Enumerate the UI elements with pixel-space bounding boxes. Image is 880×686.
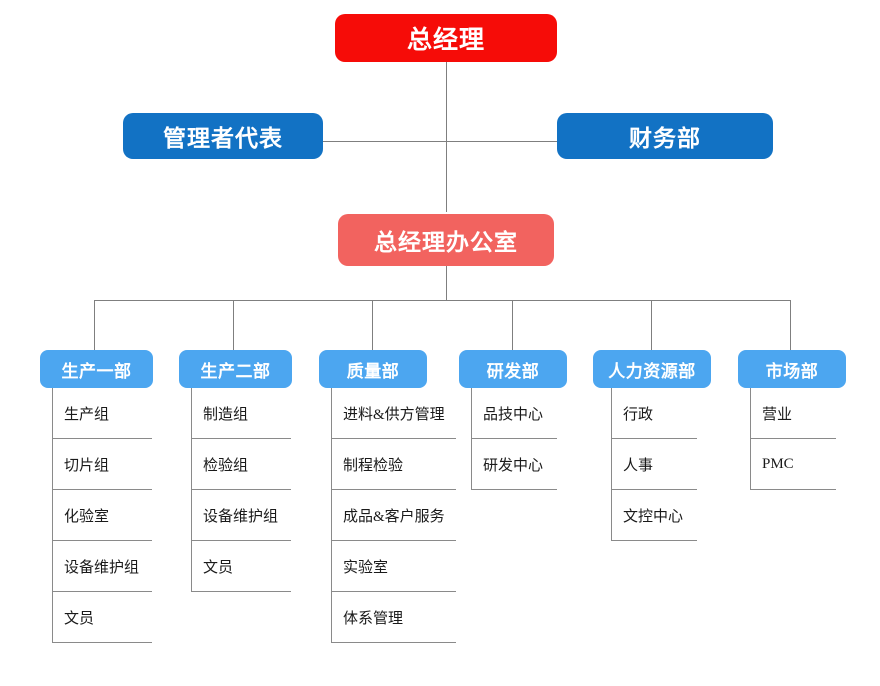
- sublist-hr: 行政人事文控中心: [611, 388, 697, 541]
- sublist-item[interactable]: 人事: [611, 439, 697, 490]
- sublist-item[interactable]: 切片组: [52, 439, 152, 490]
- connector-drop-dept-4: [512, 300, 513, 350]
- node-gm-office[interactable]: 总经理办公室: [338, 214, 554, 266]
- sublist-spine: [750, 388, 751, 490]
- sublist-item[interactable]: 成品&客户服务: [331, 490, 456, 541]
- sublist-item[interactable]: 设备维护组: [191, 490, 291, 541]
- sublist-item[interactable]: 品技中心: [471, 388, 557, 439]
- connector-drop-dept-6: [790, 300, 791, 350]
- sublist-item[interactable]: 化验室: [52, 490, 152, 541]
- node-department-rnd-label: 研发部: [486, 361, 540, 381]
- sublist-spine: [471, 388, 472, 490]
- sublist-item[interactable]: 文员: [191, 541, 291, 592]
- connector-department-bus: [94, 300, 791, 301]
- sublist-rnd: 品技中心研发中心: [471, 388, 557, 490]
- sublist-production-2: 制造组检验组设备维护组文员: [191, 388, 291, 592]
- sublist-item[interactable]: 制程检验: [331, 439, 456, 490]
- node-finance-department[interactable]: 财务部: [557, 113, 773, 159]
- sublist-spine: [191, 388, 192, 592]
- node-department-marketing-label: 市场部: [765, 361, 819, 381]
- node-department-hr[interactable]: 人力资源部: [593, 350, 711, 388]
- sublist-item[interactable]: 体系管理: [331, 592, 456, 643]
- node-department-production-2[interactable]: 生产二部: [179, 350, 292, 388]
- sublist-item[interactable]: 文控中心: [611, 490, 697, 541]
- connector-office-to-bus: [446, 266, 447, 300]
- connector-ceo-to-office: [446, 62, 447, 212]
- connector-drop-dept-1: [94, 300, 95, 350]
- node-department-rnd[interactable]: 研发部: [459, 350, 567, 388]
- connector-drop-dept-5: [651, 300, 652, 350]
- node-department-hr-label: 人力资源部: [608, 361, 696, 381]
- sublist-production-1: 生产组切片组化验室设备维护组文员: [52, 388, 152, 643]
- node-management-representative-label: 管理者代表: [163, 125, 283, 151]
- connector-drop-dept-3: [372, 300, 373, 350]
- node-department-quality[interactable]: 质量部: [319, 350, 427, 388]
- node-general-manager-label: 总经理: [406, 26, 485, 54]
- sublist-item[interactable]: 设备维护组: [52, 541, 152, 592]
- sublist-item[interactable]: 研发中心: [471, 439, 557, 490]
- sublist-spine: [331, 388, 332, 643]
- sublist-item[interactable]: 营业: [750, 388, 836, 439]
- sublist-item[interactable]: 检验组: [191, 439, 291, 490]
- sublist-item[interactable]: PMC: [750, 439, 836, 490]
- sublist-spine: [611, 388, 612, 541]
- node-management-representative[interactable]: 管理者代表: [123, 113, 323, 159]
- node-department-production-1-label: 生产一部: [61, 361, 132, 381]
- node-department-production-1[interactable]: 生产一部: [40, 350, 153, 388]
- sublist-item[interactable]: 进料&供方管理: [331, 388, 456, 439]
- connector-exec-crossbar: [322, 141, 570, 142]
- sublist-spine: [52, 388, 53, 643]
- sublist-item[interactable]: 生产组: [52, 388, 152, 439]
- sublist-item[interactable]: 行政: [611, 388, 697, 439]
- sublist-item[interactable]: 制造组: [191, 388, 291, 439]
- node-department-quality-label: 质量部: [346, 361, 400, 381]
- sublist-item[interactable]: 实验室: [331, 541, 456, 592]
- node-finance-department-label: 财务部: [629, 125, 701, 151]
- node-department-production-2-label: 生产二部: [200, 361, 271, 381]
- sublist-item[interactable]: 文员: [52, 592, 152, 643]
- node-gm-office-label: 总经理办公室: [374, 229, 518, 255]
- sublist-quality: 进料&供方管理制程检验成品&客户服务实验室体系管理: [331, 388, 456, 643]
- node-department-marketing[interactable]: 市场部: [738, 350, 846, 388]
- node-general-manager[interactable]: 总经理: [335, 14, 557, 62]
- connector-drop-dept-2: [233, 300, 234, 350]
